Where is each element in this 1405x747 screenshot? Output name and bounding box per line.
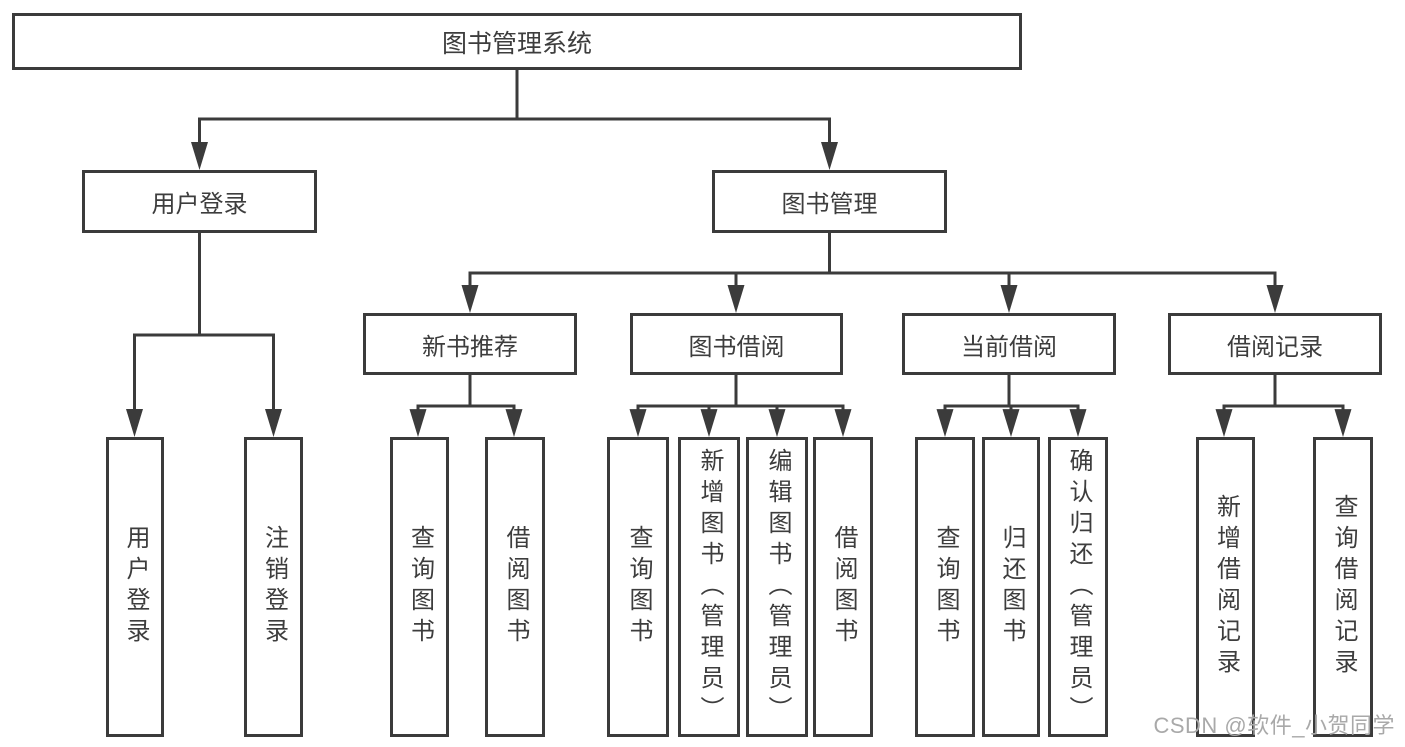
node-label: 借阅记录 — [1227, 333, 1323, 361]
node-label: 新增借阅记录 — [1212, 494, 1240, 680]
csdn-watermark: CSDN @软件_小贺同学 — [1153, 713, 1395, 738]
node-label: 查询图书 — [625, 525, 652, 649]
node-new-book-recommendation: 新书推荐 — [363, 313, 577, 375]
node-label: 查询图书 — [932, 525, 959, 649]
node-label: 新书推荐 — [422, 333, 518, 361]
leaf-query-books-current: 查询图书 — [915, 437, 975, 737]
node-label: 当前借阅 — [961, 333, 1057, 361]
node-book-management: 图书管理 — [712, 170, 947, 233]
node-current-borrowing: 当前借阅 — [902, 313, 1116, 375]
leaf-query-books-recommend: 查询图书 — [390, 437, 449, 737]
node-label: 用户登录 — [151, 191, 248, 218]
node-label: 归还图书 — [998, 525, 1025, 649]
node-borrowing-records: 借阅记录 — [1168, 313, 1382, 375]
node-label: 新增图书（管理员） — [696, 447, 723, 727]
node-label: 借阅图书 — [502, 525, 529, 649]
leaf-return-books: 归还图书 — [982, 437, 1040, 737]
leaf-query-books-borrowing: 查询图书 — [607, 437, 669, 737]
node-label: 借阅图书 — [830, 525, 857, 649]
node-label: 图书管理 — [781, 191, 878, 218]
node-book-borrowing: 图书借阅 — [630, 313, 843, 375]
node-label: 图书管理系统 — [441, 29, 592, 58]
leaf-logout-login: 注销登录 — [244, 437, 303, 737]
node-label: 查询图书 — [406, 525, 434, 649]
leaf-add-book-admin: 新增图书（管理员） — [678, 437, 740, 737]
node-user-login: 用户登录 — [82, 170, 317, 233]
leaf-confirm-return-admin: 确认归还（管理员） — [1048, 437, 1108, 737]
node-label: 注销登录 — [260, 525, 288, 649]
leaf-add-borrow-record: 新增借阅记录 — [1196, 437, 1255, 737]
leaf-borrow-books-recommend: 借阅图书 — [485, 437, 545, 737]
node-label: 用户登录 — [122, 525, 149, 649]
leaf-borrow-books-borrowing: 借阅图书 — [813, 437, 873, 737]
node-library-management-system: 图书管理系统 — [12, 13, 1022, 70]
node-label: 图书借阅 — [688, 333, 785, 361]
leaf-user-login: 用户登录 — [106, 437, 164, 737]
leaf-query-borrow-record: 查询借阅记录 — [1313, 437, 1373, 737]
node-label: 查询借阅记录 — [1330, 494, 1357, 680]
node-label: 确认归还（管理员） — [1065, 447, 1092, 727]
node-label: 编辑图书（管理员） — [764, 447, 791, 727]
leaf-edit-book-admin: 编辑图书（管理员） — [746, 437, 808, 737]
